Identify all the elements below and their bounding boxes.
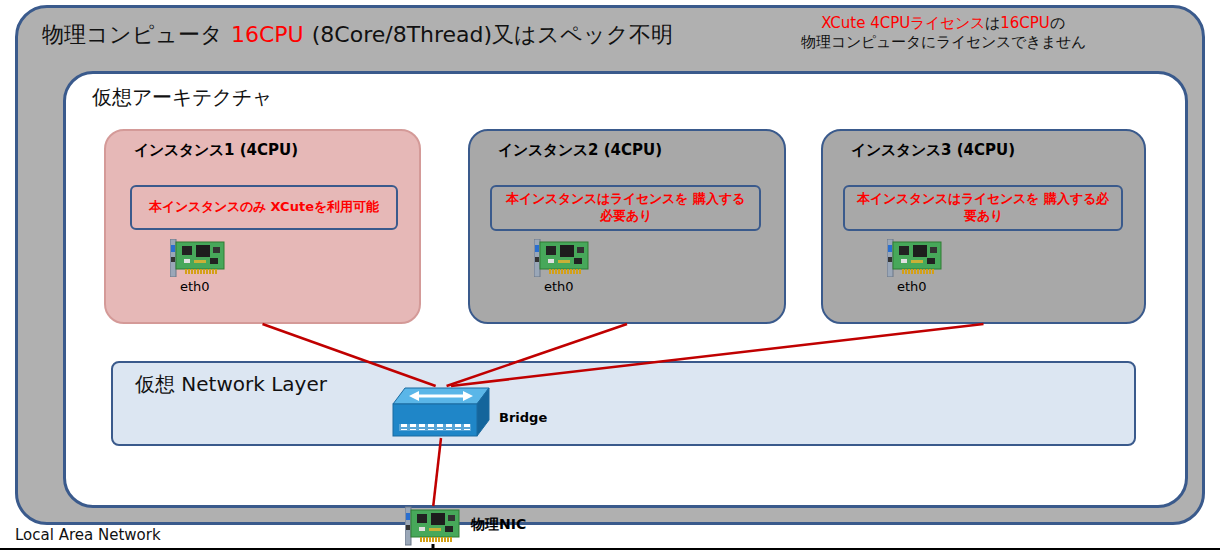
physical-nic-icon-use — [405, 507, 459, 545]
network-label: Local Area Network — [15, 526, 161, 544]
nic-node: 物理NIC — [405, 506, 461, 546]
computer-heading: 物理コンピュータ — [42, 22, 223, 47]
outer-node: 物理コンピュータ 16CPU (8Core/8Thread)又はスペック不明 XCut… — [15, 5, 1205, 525]
license-note: XCute 4CPUライセンスは16CPUの 物理コンピュータにライセンスできま… — [788, 14, 1098, 52]
interface-name: eth0 — [180, 279, 210, 294]
nic-icon — [534, 239, 590, 277]
inst-node: インスタンス1 (4CPU) eth0 本インスタンスのみ XCuteを利用可能 — [104, 129, 421, 324]
instance-heading: インスタンス1 (4CPU) — [134, 141, 298, 160]
bridge-node: Bridge — [391, 386, 491, 438]
message-text-wrap: 本インスタンスのみ XCuteを利用可能 — [149, 199, 379, 216]
physical-nic-icon — [405, 506, 461, 546]
msg-node: 本インスタンスはライセンスを 購入する必要あり — [843, 185, 1123, 231]
interface-name: eth0 — [897, 279, 927, 294]
message-text-wrap: 本インスタンスはライセンスを 購入する必要あり — [853, 191, 1113, 225]
license-note-text: は — [985, 14, 1000, 32]
lan-cable — [0, 548, 1220, 550]
message-text: 本インスタンスはライセンスを 購入する必要あり — [500, 191, 751, 225]
interface-name: eth0 — [544, 279, 574, 294]
message-text: 本インスタンスはライセンスを 購入する必要あり — [853, 191, 1113, 225]
network-layer-heading: 仮想 Network Layer — [135, 371, 327, 398]
instance-heading: インスタンス2 (4CPU) — [498, 141, 662, 160]
inst-node: インスタンス3 (4CPU) eth0 本インスタンスはライセンスを 購入する必要あ… — [821, 129, 1146, 324]
bridge-label: Bridge — [499, 410, 547, 425]
message-text-wrap: 本インスタンスはライセンスを 購入する必要あり — [500, 191, 751, 225]
arch-node: 仮想アーキテクチャインスタンス1 (4CPU) eth0 本インスタンスのみ XCu… — [63, 71, 1188, 508]
nic-icon — [170, 239, 226, 277]
msg-node: 本インスタンスのみ XCuteを利用可能 — [130, 185, 398, 230]
heading-line: 物理コンピュータ 16CPU (8Core/8Thread)又はスペック不明 — [42, 20, 681, 50]
license-note-text: 16CPU — [1000, 14, 1050, 32]
cpu-count: 16CPU — [231, 22, 304, 47]
band-node: 仮想 Network LayerBridge — [111, 361, 1136, 446]
license-note-text: XCute 4CPUライセンス — [821, 14, 985, 32]
computer-heading: (8Core/8Thread)又はスペック不明 — [312, 22, 673, 47]
nic-icon-use — [887, 239, 941, 277]
inst-node: インスタンス2 (4CPU) eth0 本インスタンスはライセンスを 購入する必要あ… — [468, 129, 786, 324]
bridge-icon-use — [393, 388, 489, 436]
bridge-icon — [391, 386, 491, 438]
nic-icon-use — [534, 239, 588, 277]
nic-icon — [887, 239, 943, 277]
arch-heading: 仮想アーキテクチャ — [92, 84, 272, 111]
nic-drop-line — [432, 544, 435, 549]
message-text: 本インスタンスのみ XCuteを利用可能 — [149, 199, 379, 216]
instance-heading: インスタンス3 (4CPU) — [851, 141, 1015, 160]
physical-nic-label: 物理NIC — [471, 516, 526, 534]
msg-node: 本インスタンスはライセンスを 購入する必要あり — [490, 185, 761, 231]
nic-icon-use — [170, 239, 224, 277]
